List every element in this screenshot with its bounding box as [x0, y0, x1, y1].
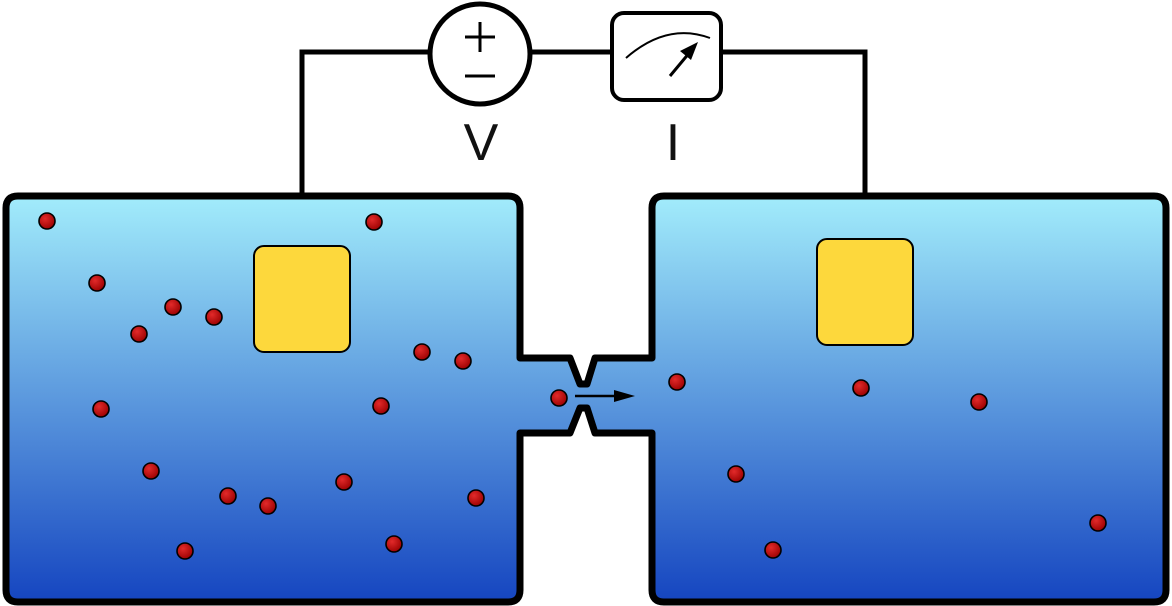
current-label: I [666, 114, 680, 172]
ion [130, 325, 148, 343]
ion [219, 487, 237, 505]
ion [176, 542, 194, 560]
ion-group [38, 212, 1107, 560]
ion [550, 389, 568, 407]
right-electrode [816, 238, 914, 346]
ion [205, 308, 223, 326]
circuit-wire [299, 49, 868, 246]
ion [38, 212, 56, 230]
ion [1089, 514, 1107, 532]
voltage-label: V [464, 114, 499, 172]
battery-icon [427, 1, 533, 107]
ion [727, 465, 745, 483]
ion [335, 473, 353, 491]
reservoir-chambers [2, 192, 1170, 606]
ion [142, 462, 160, 480]
ion [88, 274, 106, 292]
ion [372, 397, 390, 415]
ion [92, 400, 110, 418]
ion [413, 343, 431, 361]
ion [454, 352, 472, 370]
left-electrode [253, 245, 351, 353]
ion [164, 298, 182, 316]
ion [970, 393, 988, 411]
ion [385, 535, 403, 553]
ion [467, 489, 485, 507]
ion [852, 379, 870, 397]
ammeter-icon [610, 11, 723, 102]
ion [365, 213, 383, 231]
ion [668, 373, 686, 391]
ion [764, 541, 782, 559]
ion [259, 497, 277, 515]
translocation-arrow-icon [575, 390, 635, 402]
